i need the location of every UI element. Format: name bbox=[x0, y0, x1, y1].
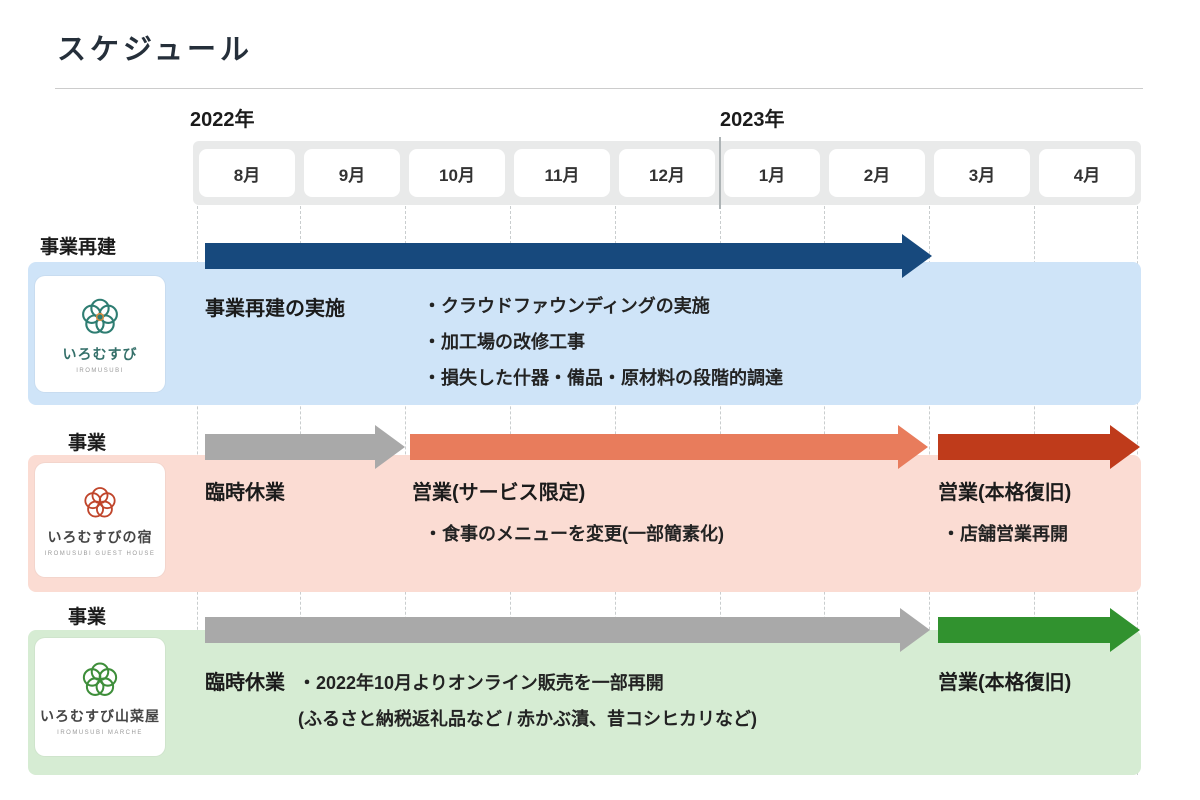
row1-logo-subtitle: IROMUSUBI bbox=[76, 368, 124, 374]
row1-bullet-1: ・クラウドファウンディングの実施 bbox=[423, 296, 710, 316]
year-label-2022: 2022年 bbox=[190, 109, 255, 131]
row2-phase2-bullet: ・食事のメニューを変更(一部簡素化) bbox=[424, 524, 724, 544]
month-cell: 12月 bbox=[619, 149, 715, 197]
arrow-head-icon bbox=[900, 608, 930, 652]
row2-phase1-label: 臨時休業 bbox=[205, 482, 285, 504]
row3-note-line2: (ふるさと納税返礼品など / 赤かぶ漬、昔コシヒカリなど) bbox=[298, 709, 757, 729]
row3-closed-arrow bbox=[205, 608, 930, 652]
row2-category-label: 事業 bbox=[68, 433, 107, 454]
arrow-body bbox=[410, 434, 898, 460]
row2-phase2-label: 営業(サービス限定) bbox=[412, 482, 586, 504]
month-cell: 1月 bbox=[724, 149, 820, 197]
row1-category-label: 事業再建 bbox=[40, 237, 117, 258]
row2-phase3-label: 営業(本格復旧) bbox=[938, 482, 1072, 504]
row1-band bbox=[28, 262, 1141, 405]
arrow-head-icon bbox=[902, 234, 932, 278]
row3-note-line1: ・2022年10月よりオンライン販売を一部再開 bbox=[298, 673, 664, 693]
month-cell: 11月 bbox=[514, 149, 610, 197]
row3-logo-subtitle: IROMUSUBI MARCHE bbox=[57, 730, 143, 736]
row2-logo-subtitle: IROMUSUBI GUEST HOUSE bbox=[44, 551, 156, 557]
row2-logo-name: いろむすびの宿 bbox=[47, 529, 153, 545]
arrow-head-icon bbox=[898, 425, 928, 469]
row3-full-recovery-arrow bbox=[938, 608, 1140, 652]
guesthouse-knot-icon bbox=[84, 487, 116, 518]
row1-bullet-3: ・損失した什器・備品・原材料の段階的調達 bbox=[423, 368, 783, 388]
row3-logo-name: いろむすび山菜屋 bbox=[40, 708, 160, 724]
row1-bullet-2: ・加工場の改修工事 bbox=[423, 332, 585, 352]
arrow-body bbox=[205, 434, 375, 460]
month-cell: 8月 bbox=[199, 149, 295, 197]
month-cell: 4月 bbox=[1039, 149, 1135, 197]
iromusubi-knot-icon bbox=[82, 298, 118, 334]
arrow-body bbox=[205, 243, 902, 269]
row2-band bbox=[28, 455, 1141, 592]
arrow-head-icon bbox=[1110, 425, 1140, 469]
month-cell: 3月 bbox=[934, 149, 1030, 197]
row2-full-recovery-arrow bbox=[938, 425, 1140, 469]
row3-logo-card: いろむすび山菜屋 IROMUSUBI MARCHE bbox=[35, 638, 165, 756]
row1-logo-name: いろむすび bbox=[62, 346, 138, 362]
row1-phase-label: 事業再建の実施 bbox=[205, 298, 345, 320]
arrow-body bbox=[938, 434, 1110, 460]
title-divider bbox=[55, 88, 1143, 89]
arrow-body bbox=[938, 617, 1110, 643]
month-cell: 10月 bbox=[409, 149, 505, 197]
month-cell: 2月 bbox=[829, 149, 925, 197]
year-divider-line bbox=[719, 137, 721, 209]
row3-phase1-label: 臨時休業 bbox=[205, 672, 285, 694]
arrow-head-icon bbox=[1110, 608, 1140, 652]
month-header-strip: 8月 9月 10月 11月 12月 1月 2月 3月 4月 bbox=[193, 141, 1141, 205]
month-cell: 9月 bbox=[304, 149, 400, 197]
row1-reconstruction-arrow bbox=[205, 234, 932, 278]
marche-knot-icon bbox=[82, 662, 118, 696]
row2-closed-arrow bbox=[205, 425, 405, 469]
row2-phase3-bullet: ・店舗営業再開 bbox=[942, 524, 1068, 544]
row2-logo-card: いろむすびの宿 IROMUSUBI GUEST HOUSE bbox=[35, 463, 165, 577]
arrow-head-icon bbox=[375, 425, 405, 469]
row3-category-label: 事業 bbox=[68, 607, 107, 628]
row2-limited-service-arrow bbox=[410, 425, 928, 469]
arrow-body bbox=[205, 617, 900, 643]
row3-phase3-label: 営業(本格復旧) bbox=[938, 672, 1072, 694]
page-title: スケジュール bbox=[57, 32, 253, 66]
row3-band bbox=[28, 630, 1141, 775]
row1-logo-card: いろむすび IROMUSUBI bbox=[35, 276, 165, 392]
year-label-2023: 2023年 bbox=[720, 109, 785, 131]
